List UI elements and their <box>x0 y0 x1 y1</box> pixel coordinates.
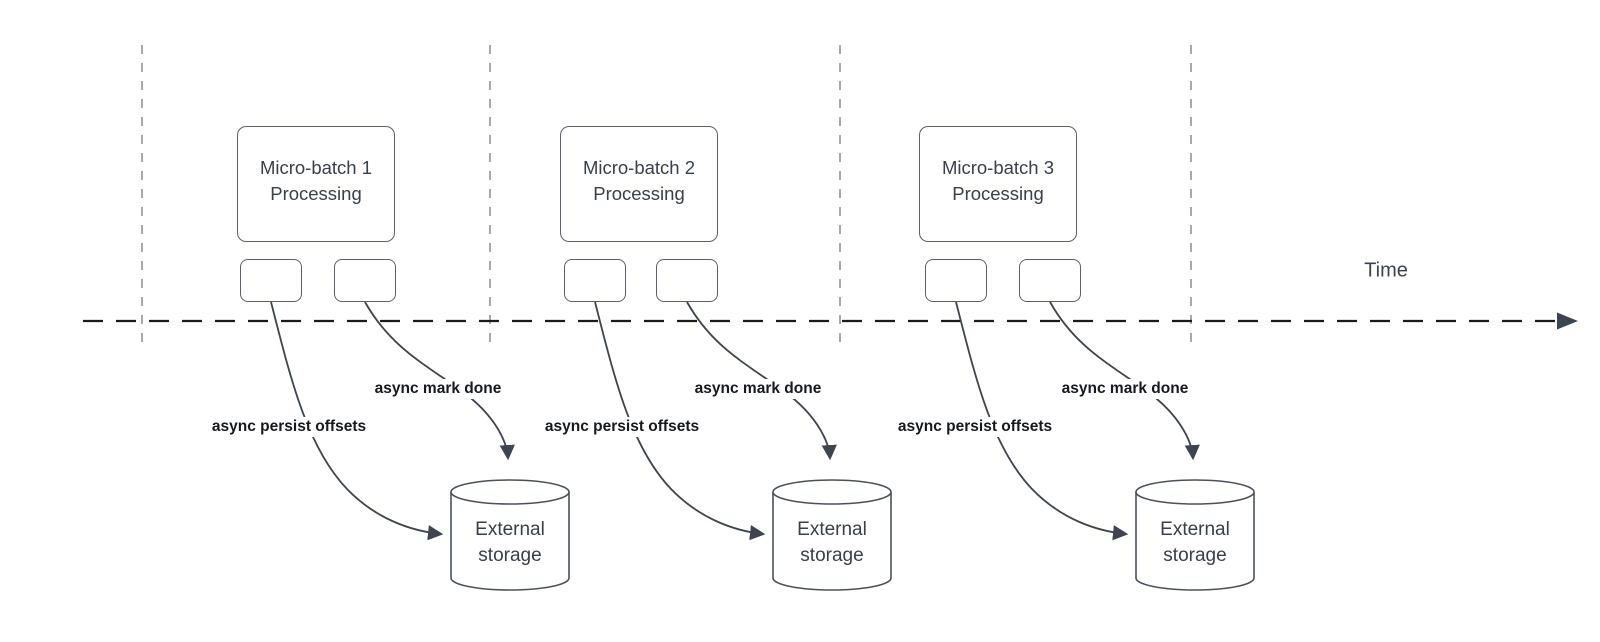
external-storage-cylinder-2 <box>772 479 892 591</box>
mark-done-task-box-2 <box>656 259 718 302</box>
micro-batch-1-processing-box: Micro-batch 1 Processing <box>237 126 395 242</box>
micro-batch-2-title: Micro-batch 2 Processing <box>582 157 696 204</box>
micro-batch-1-title: Micro-batch 1 Processing <box>259 157 373 204</box>
async-mark-done-label-2: async mark done <box>691 379 825 399</box>
mark-done-task-box-1 <box>334 259 396 302</box>
async-persist-offsets-arrow-2 <box>594 301 766 541</box>
external-storage-cylinder-1 <box>450 479 570 591</box>
external-storage-label-2: External storage <box>797 519 867 566</box>
external-storage-cylinder-3 <box>1135 479 1255 591</box>
micro-batch-3-processing-box: Micro-batch 3 Processing <box>919 126 1077 242</box>
async-mark-done-label-1: async mark done <box>371 379 505 399</box>
time-axis-label: Time <box>1364 259 1408 282</box>
async-persist-offsets-label-3: async persist offsets <box>894 417 1056 437</box>
time-axis-arrowhead <box>1557 312 1578 330</box>
external-storage-label-3: External storage <box>1160 519 1230 566</box>
async-persist-offsets-arrow-3 <box>955 301 1129 541</box>
offset-task-box-1 <box>240 259 302 302</box>
mark-done-task-box-3 <box>1019 259 1081 302</box>
external-storage-label-1: External storage <box>475 519 545 566</box>
offset-task-box-2 <box>564 259 626 302</box>
offset-task-box-3 <box>925 259 987 302</box>
micro-batch-2-processing-box: Micro-batch 2 Processing <box>560 126 718 242</box>
micro-batch-3-title: Micro-batch 3 Processing <box>941 157 1055 204</box>
async-persist-offsets-label-1: async persist offsets <box>208 417 370 437</box>
async-persist-offsets-arrow-1 <box>270 301 444 541</box>
async-persist-offsets-label-2: async persist offsets <box>541 417 703 437</box>
async-mark-done-label-3: async mark done <box>1058 379 1192 399</box>
